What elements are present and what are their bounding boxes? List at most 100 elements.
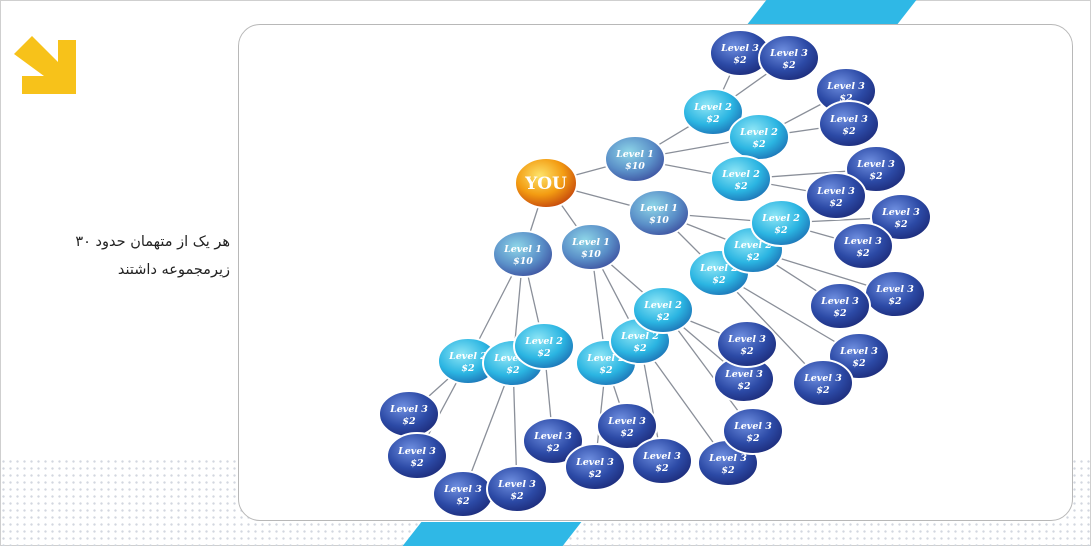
node-amount-label: $2 (537, 348, 551, 359)
node-level-label: Level 3 (843, 236, 882, 247)
level-3-node: Level 3$2 (845, 145, 907, 193)
node-level-label: Level 1 (639, 203, 678, 214)
node-amount-label: $2 (456, 496, 470, 507)
level-3-node: Level 3$2 (758, 34, 820, 82)
node-bubble (604, 135, 666, 183)
caption-line-2: زیرمجموعه داشتند (117, 262, 230, 278)
node-bubble (560, 223, 622, 271)
node-bubble (564, 443, 626, 491)
node-level-label: Level 2 (733, 240, 772, 251)
node-bubble (386, 432, 448, 480)
node-amount-label: $2 (869, 171, 883, 182)
level-3-node: Level 3$2 (818, 100, 880, 148)
node-amount-label: $2 (410, 458, 424, 469)
level-2-node: Level 2$2 (513, 322, 575, 370)
node-amount-label: $2 (656, 312, 670, 323)
level-2-node: Level 2$2 (750, 199, 812, 247)
node-bubble (845, 145, 907, 193)
node-bubble (628, 189, 690, 237)
node-amount-label: $2 (461, 363, 475, 374)
node-amount-label: $2 (546, 443, 560, 454)
node-level-label: Level 3 (708, 453, 747, 464)
node-level-label: Level 3 (839, 346, 878, 357)
level-3-node: Level 3$2 (522, 417, 584, 465)
node-amount-label: $2 (633, 343, 647, 354)
node-level-label: Level 3 (826, 81, 865, 92)
node-level-label: Level 2 (761, 213, 800, 224)
node-bubble (722, 407, 784, 455)
caption: هر یک از متهمان حدود ۳۰ زیرمجموعه داشتند (75, 228, 230, 284)
level-2-node: Level 2$2 (632, 286, 694, 334)
node-bubble (522, 417, 584, 465)
node-level-label: Level 2 (524, 336, 563, 347)
level-3-node: Level 3$2 (722, 407, 784, 455)
node-amount-label: $10 (581, 249, 601, 260)
node-amount-label: $2 (737, 381, 751, 392)
node-level-label: Level 3 (820, 296, 859, 307)
node-level-label: Level 3 (733, 421, 772, 432)
node-amount-label: $2 (510, 491, 524, 502)
node-bubble (809, 282, 871, 330)
node-level-label: Level 3 (829, 114, 868, 125)
node-amount-label: $2 (852, 358, 866, 369)
node-bubble (513, 322, 575, 370)
node-level-label: Level 3 (397, 446, 436, 457)
level-3-node: Level 3$2 (864, 270, 926, 318)
node-amount-label: $2 (833, 308, 847, 319)
node-bubble (710, 155, 772, 203)
level-1-node: Level 1$10 (560, 223, 622, 271)
node-level-label: Level 3 (443, 484, 482, 495)
node-amount-label: $2 (746, 252, 760, 263)
node-amount-label: $2 (402, 416, 416, 427)
level-3-node: Level 3$2 (805, 172, 867, 220)
node-level-label: Level 3 (881, 207, 920, 218)
node-level-label: Level 3 (720, 43, 759, 54)
level-3-node: Level 3$2 (386, 432, 448, 480)
node-amount-label: $2 (816, 385, 830, 396)
level-3-node: Level 3$2 (486, 465, 548, 513)
accent-stripe-top (747, 0, 917, 24)
level-2-node: Level 2$2 (682, 88, 744, 136)
node-level-label: Level 3 (497, 479, 536, 490)
node-bubble (832, 222, 894, 270)
node-level-label: Level 2 (448, 351, 487, 362)
caption-line-1: هر یک از متهمان حدود ۳۰ (75, 234, 230, 250)
level-3-node: Level 3$2 (432, 470, 494, 518)
node-amount-label: $2 (746, 433, 760, 444)
root-node-you: YOU (514, 157, 578, 209)
node-level-label: Level 1 (615, 149, 654, 160)
node-level-label: Level 1 (503, 244, 542, 255)
node-level-label: Level 2 (493, 353, 532, 364)
node-bubble (792, 359, 854, 407)
node-amount-label: $2 (782, 60, 796, 71)
node-amount-label: $2 (712, 275, 726, 286)
node-level-label: Level 3 (389, 404, 428, 415)
level-3-node: Level 3$2 (792, 359, 854, 407)
level-3-node: Level 3$2 (832, 222, 894, 270)
node-amount-label: $2 (888, 296, 902, 307)
node-amount-label: $2 (774, 225, 788, 236)
node-level-label: Level 2 (721, 169, 760, 180)
node-amount-label: $2 (842, 126, 856, 137)
node-level-label: Level 2 (586, 353, 625, 364)
node-level-label: Level 3 (769, 48, 808, 59)
node-amount-label: $2 (894, 219, 908, 230)
level-3-node: Level 3$2 (564, 443, 626, 491)
node-amount-label: $2 (620, 428, 634, 439)
level-3-node: Level 3$2 (709, 29, 771, 77)
arrow-down-right-icon (14, 36, 76, 94)
node-level-label: Level 3 (642, 451, 681, 462)
node-bubble (805, 172, 867, 220)
node-level-label: Level 3 (875, 284, 914, 295)
level-1-node: Level 1$10 (492, 230, 554, 278)
node-bubble (492, 230, 554, 278)
node-level-label: Level 2 (739, 127, 778, 138)
node-bubble (750, 199, 812, 247)
node-amount-label: $10 (649, 215, 669, 226)
node-amount-label: $2 (856, 248, 870, 259)
node-level-label: Level 3 (575, 457, 614, 468)
node-level-label: Level 3 (803, 373, 842, 384)
node-amount-label: $2 (588, 469, 602, 480)
node-bubble (632, 286, 694, 334)
